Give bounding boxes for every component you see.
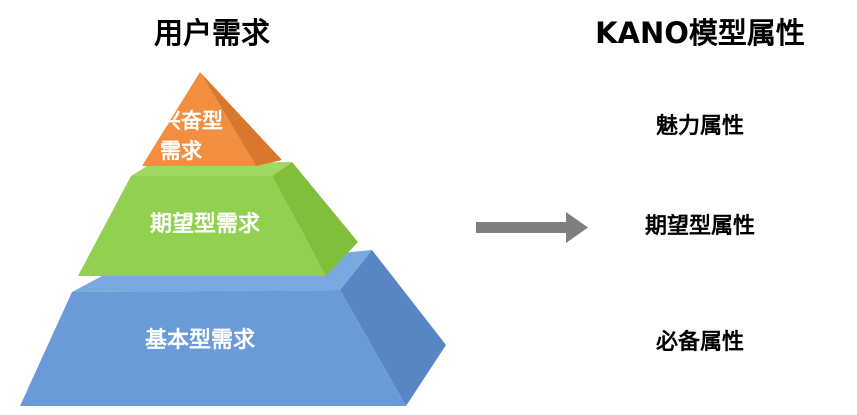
bottom-tier-front xyxy=(20,290,406,406)
middle-tier-label: 期望型需求 xyxy=(149,212,260,237)
top-tier-label: 兴奋型 需求 xyxy=(160,109,223,163)
middle-tier-side xyxy=(272,162,358,276)
arrow-shaft xyxy=(476,222,566,233)
expected-attribute-label: 期望型属性 xyxy=(644,214,755,239)
top-tier-front xyxy=(142,72,256,166)
bottom-tier-label: 基本型需求 xyxy=(144,328,255,353)
must-be-attribute-label: 必备属性 xyxy=(655,330,744,355)
kano-attributes-title: KANO模型属性 xyxy=(595,16,805,50)
arrow-head-icon xyxy=(566,212,588,243)
middle-tier-front xyxy=(78,176,326,276)
top-tier-side xyxy=(200,72,282,166)
attractive-attribute-label: 魅力属性 xyxy=(655,114,744,139)
bottom-tier-side xyxy=(340,250,446,406)
user-needs-title: 用户需求 xyxy=(153,16,270,50)
